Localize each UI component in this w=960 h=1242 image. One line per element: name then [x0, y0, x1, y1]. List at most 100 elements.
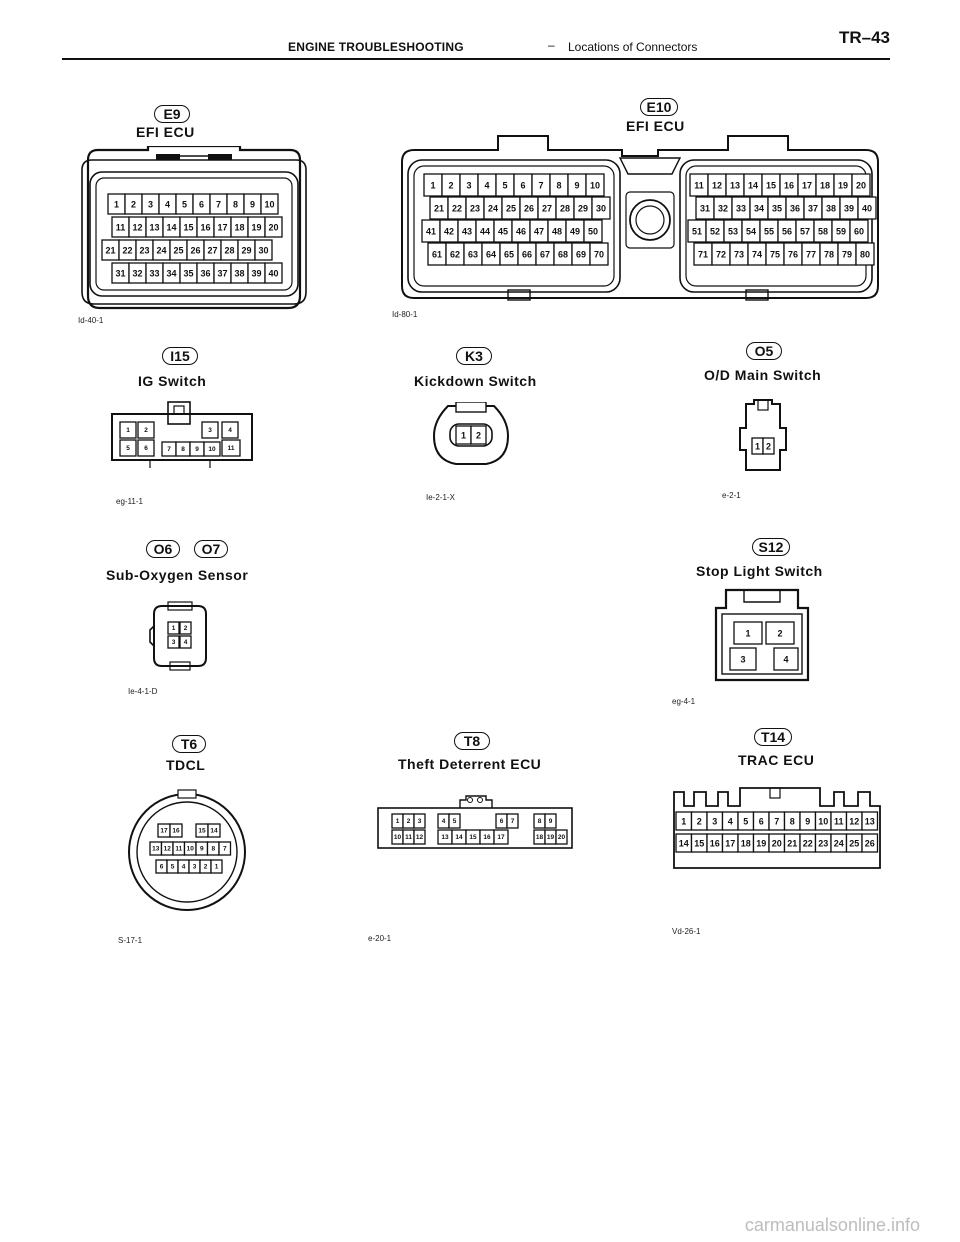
t8-pin-box	[493, 829, 509, 845]
connector-code-t6: T6	[172, 735, 206, 753]
t14-pin-label: 9	[805, 817, 810, 827]
t14-pin-label: 21	[787, 839, 797, 849]
e9-pin-label: 29	[241, 246, 251, 256]
connector-code-i15: I15	[162, 347, 198, 365]
e9-pin-label: 39	[251, 269, 261, 279]
e10-pin-label: 26	[524, 204, 534, 214]
i15-pin-box	[137, 421, 155, 439]
t6-pin-label: 12	[164, 846, 172, 853]
connector-code-e10: E10	[640, 98, 678, 116]
t6-pin-label: 17	[160, 828, 168, 835]
e10-pin-label: 66	[522, 250, 532, 260]
e10-pin-label: 45	[498, 227, 508, 237]
i15-pin-label: 10	[208, 446, 216, 453]
e10-pin-label: 72	[716, 250, 726, 260]
e10-pin-label: 10	[590, 181, 600, 191]
e10-pin-label: 77	[806, 250, 816, 260]
t8-pin-box	[413, 829, 426, 845]
t14-pin-label: 24	[834, 839, 844, 849]
s12-pin-box	[765, 621, 795, 645]
i15-pin-box	[119, 421, 137, 439]
k3-pin-label: 2	[476, 431, 481, 441]
t6-pin-label: 14	[210, 828, 218, 835]
t8-pin-label: 20	[558, 834, 566, 841]
ref-o5: e-2-1	[722, 491, 741, 500]
t14-pin-label: 4	[728, 817, 733, 827]
e10-pin-label: 61	[432, 250, 442, 260]
ref-i15: eg-11-1	[116, 497, 143, 506]
e10-pin-label: 74	[752, 250, 762, 260]
i15-pin-box	[137, 439, 155, 457]
e10-pin-label: 64	[486, 250, 496, 260]
s12-pin-box	[733, 621, 763, 645]
t14-pin-label: 17	[725, 839, 735, 849]
connector-title-o5: O/D Main Switch	[704, 367, 822, 383]
t14-pin-label: 1	[681, 817, 686, 827]
o6o7-pin-label: 4	[184, 639, 188, 646]
e9-pin-label: 9	[250, 200, 255, 210]
e9-pin-label: 16	[200, 223, 210, 233]
o5-pin-box	[762, 437, 775, 455]
t14-pin-label: 7	[774, 817, 779, 827]
e10-pin-label: 80	[860, 250, 870, 260]
t14-pin-box	[861, 811, 879, 831]
e10-pin-label: 34	[754, 204, 764, 214]
e10-pin-box	[585, 173, 605, 197]
e10-pin-label: 14	[748, 181, 758, 191]
e10-pin-label: 63	[468, 250, 478, 260]
e9-pin-box	[264, 262, 283, 284]
e10-pin-label: 15	[766, 181, 776, 191]
t6-pin-label: 13	[152, 846, 160, 853]
e10-pin-label: 76	[788, 250, 798, 260]
e9-pin-label: 18	[234, 223, 244, 233]
o5-pin-label: 2	[766, 442, 771, 452]
e9-pin-label: 35	[183, 269, 193, 279]
t14-pin-label: 8	[790, 817, 795, 827]
connector-code-e9: E9	[154, 105, 190, 123]
t14-pin-label: 23	[818, 839, 828, 849]
t8-pin-label: 13	[441, 834, 449, 841]
e10-pin-label: 73	[734, 250, 744, 260]
e9-pin-label: 33	[149, 269, 159, 279]
t8-pin-label: 2	[407, 818, 411, 825]
e10-pin-label: 20	[856, 181, 866, 191]
e9-pin-label: 24	[156, 246, 166, 256]
e10-pin-label: 36	[790, 204, 800, 214]
connector-title-t6: TDCL	[166, 757, 206, 773]
e10-pin-label: 8	[556, 181, 561, 191]
connector-code-o5: O5	[746, 342, 782, 360]
e10-pin-label: 37	[808, 204, 818, 214]
i15-pin-label: 7	[167, 446, 171, 453]
t6-pin-label: 10	[187, 846, 195, 853]
e10-pin-box	[851, 173, 871, 197]
connector-title-t14: TRAC ECU	[738, 752, 815, 768]
e10-pin-label: 5	[502, 181, 507, 191]
e9-pin-label: 34	[166, 269, 176, 279]
page-header: ENGINE TROUBLESHOOTING – Locations of Co…	[62, 26, 890, 60]
e10-pin-label: 59	[836, 227, 846, 237]
t8-pin-label: 5	[453, 818, 457, 825]
k3-pin-label: 1	[461, 431, 466, 441]
s12-pin-label: 2	[777, 629, 782, 639]
e10-pin-label: 18	[820, 181, 830, 191]
i15-pin-label: 1	[126, 427, 130, 434]
t8-pin-label: 1	[396, 818, 400, 825]
t6-pin-label: 2	[204, 864, 208, 871]
i15-pin-label: 5	[126, 445, 130, 452]
e9-pin-label: 37	[217, 269, 227, 279]
e10-pin-label: 70	[594, 250, 604, 260]
t14-pin-label: 3	[712, 817, 717, 827]
t14-pin-label: 14	[679, 839, 689, 849]
e10-pin-label: 4	[484, 181, 489, 191]
e10-pin-label: 58	[818, 227, 828, 237]
t8-pin-box	[448, 813, 461, 829]
e10-pin-label: 46	[516, 227, 526, 237]
t8-pin-label: 8	[538, 818, 542, 825]
e10-pin-label: 13	[730, 181, 740, 191]
i15-pin-label: 3	[208, 427, 212, 434]
e10-pin-label: 50	[588, 227, 598, 237]
t6-pin-box	[207, 823, 221, 838]
e10-pin-box	[855, 242, 875, 266]
section-title: ENGINE TROUBLESHOOTING	[288, 40, 464, 54]
